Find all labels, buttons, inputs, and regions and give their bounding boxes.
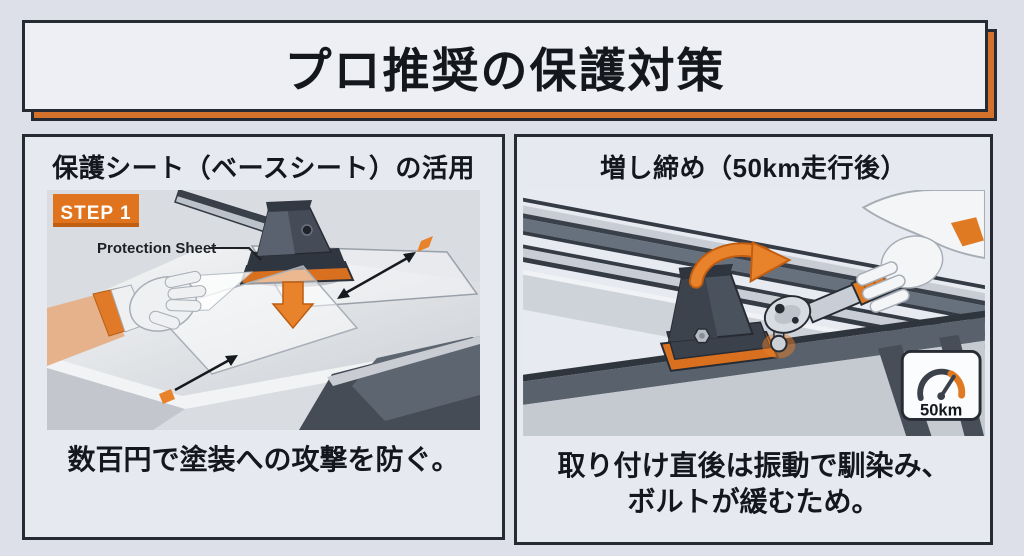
gauge-label: 50km	[920, 401, 962, 420]
step-badge-label: STEP 1	[60, 203, 131, 224]
retightening-illustration: 50km	[522, 190, 985, 436]
title-banner: プロ推奨の保護対策	[22, 20, 997, 121]
page-title: プロ推奨の保護対策	[284, 43, 726, 97]
protection-sheet-illustration: STEP 1 Protection Sheet	[47, 190, 480, 430]
left-panel-title: 保護シート（ベースシート）の活用	[52, 153, 475, 183]
panel-retightening: 増し締め（50km走行後）	[514, 134, 993, 545]
right-caption-line2: ボルトが緩むため。	[627, 486, 880, 518]
measure-arrow-lower-icon	[159, 355, 238, 404]
protection-sheet-label: Protection Sheet	[97, 240, 216, 257]
protection-sheet-callout: Protection Sheet	[97, 240, 262, 261]
left-panel-caption: 数百円で塗装への攻撃を防ぐ。	[67, 444, 460, 475]
right-caption-line1: 取り付け直後は振動で馴染み、	[557, 450, 950, 481]
step-badge: STEP 1	[53, 194, 139, 227]
roof-rack-foot	[659, 263, 779, 372]
down-arrow-icon	[271, 281, 315, 330]
right-panel-caption: 取り付け直後は振動で馴染み、 ボルトが緩むため。	[517, 448, 990, 521]
measure-arrow-upper-icon	[337, 236, 433, 299]
gloved-hand	[855, 190, 985, 313]
gloved-hand	[47, 270, 207, 366]
right-panel-title: 増し締め（50km走行後）	[600, 153, 907, 183]
rotation-arrow-icon	[688, 241, 792, 289]
title-box: プロ推奨の保護対策	[22, 20, 988, 112]
speedometer-icon	[916, 368, 965, 401]
speedometer-badge: 50km	[900, 349, 982, 421]
panel-protection-sheet: 保護シート（ベースシート）の活用	[22, 134, 505, 540]
